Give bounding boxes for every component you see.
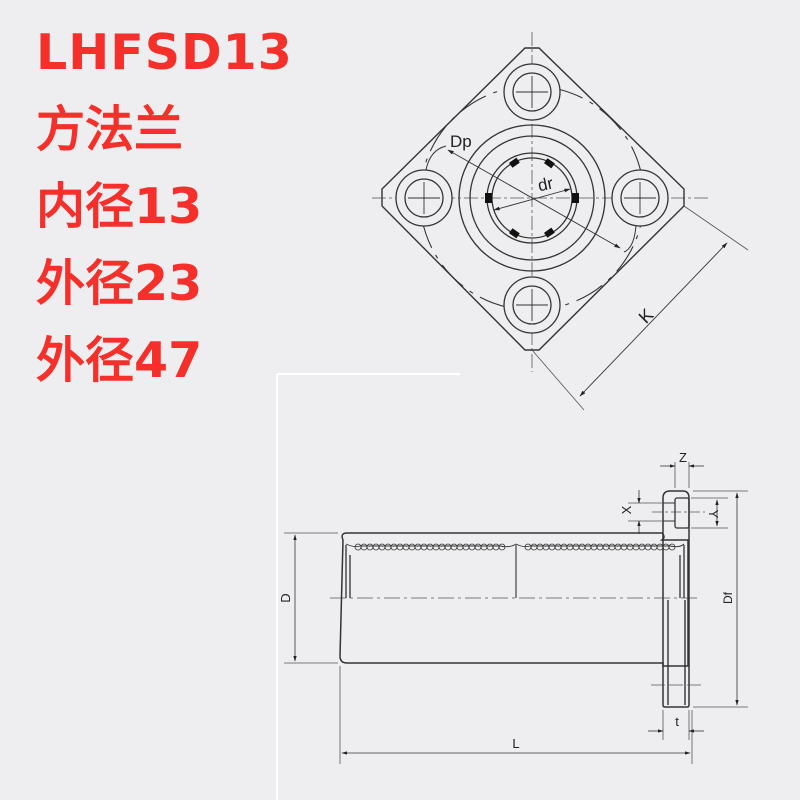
- ball-row-right: [515, 543, 685, 548]
- label-t: t: [675, 714, 679, 729]
- flange-diameter-spec: 外径47: [36, 332, 203, 389]
- label-dp: Dp: [450, 132, 472, 151]
- bearing-body: [339, 532, 689, 667]
- label-z: Z: [679, 450, 687, 465]
- dim-t: [648, 710, 704, 740]
- inner-diameter-spec: 内径13: [36, 178, 203, 235]
- side-view: [284, 462, 748, 764]
- square-flange-outline: [381, 47, 685, 351]
- outer-diameter-spec: 外径23: [36, 255, 203, 312]
- dim-df: [693, 490, 748, 708]
- dim-l: [339, 666, 693, 764]
- dim-y: [652, 497, 728, 529]
- flange: [662, 490, 690, 708]
- model-number: LHFSD13: [36, 24, 293, 81]
- label-k: K: [635, 305, 658, 328]
- flange-type: 方法兰: [36, 101, 184, 158]
- balls: [354, 543, 676, 551]
- dim-z: [660, 462, 704, 488]
- bolt-hole-left: [395, 169, 453, 227]
- label-l: L: [512, 736, 519, 751]
- label-d: D: [278, 593, 293, 602]
- side-view-labels: D L Df t Z X Y: [278, 450, 735, 751]
- bolt-hole-right: [611, 169, 669, 227]
- side-view-frame: [276, 373, 460, 800]
- front-view: [372, 32, 749, 411]
- label-dr: dr: [536, 173, 555, 195]
- dim-d: [284, 532, 338, 664]
- label-y: Y: [706, 510, 721, 519]
- spec-text-block: LHFSD13 方法兰 内径13 外径23 外径47: [36, 14, 293, 399]
- label-df: Df: [721, 591, 735, 604]
- bolt-hole-bottom: [503, 276, 561, 334]
- ball-row-left: [345, 543, 517, 548]
- bolt-hole-top: [503, 63, 561, 121]
- label-x: X: [619, 505, 634, 514]
- dim-x: [628, 490, 662, 534]
